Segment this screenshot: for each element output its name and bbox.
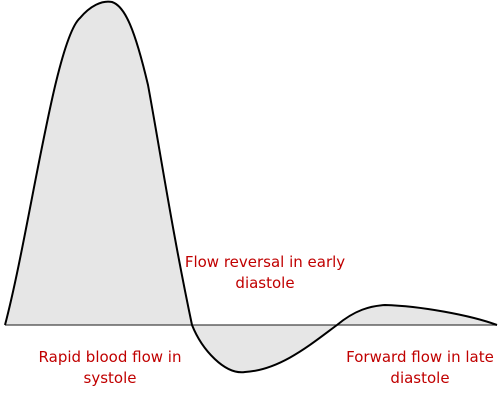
flow-velocity-curve bbox=[4, 0, 498, 374]
early-diastole-label: Flow reversal in early diastole bbox=[170, 252, 360, 294]
late-diastole-label-line-1: Forward flow in late bbox=[346, 348, 494, 366]
early-diastole-label-line-2: diastole bbox=[235, 274, 295, 292]
late-diastole-label-line-2: diastole bbox=[390, 369, 450, 387]
early-diastole-label-line-1: Flow reversal in early bbox=[184, 253, 346, 271]
late-diastolic-forward-area bbox=[337, 305, 497, 325]
late-diastole-label: Forward flow in late diastole bbox=[325, 347, 500, 389]
systole-label: Rapid blood flow in systole bbox=[15, 347, 205, 389]
early-diastolic-reversal-area bbox=[192, 325, 337, 373]
systole-label-line-2: systole bbox=[83, 369, 137, 387]
systole-label-line-1: Rapid blood flow in bbox=[38, 348, 182, 366]
systolic-forward-flow-area bbox=[5, 1, 192, 325]
